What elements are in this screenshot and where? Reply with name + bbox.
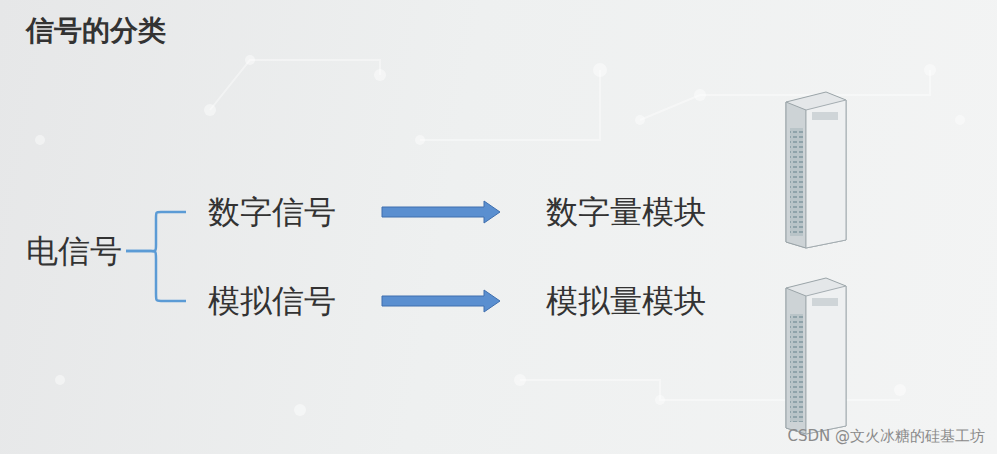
node-label: 模拟量模块 bbox=[546, 281, 706, 321]
node-label: 模拟信号 bbox=[208, 281, 336, 321]
module-illustration bbox=[786, 278, 846, 434]
node-label: 数字量模块 bbox=[546, 192, 706, 232]
node-label: 数字信号 bbox=[208, 192, 336, 232]
text-node: 数字量模块 bbox=[546, 192, 706, 232]
watermark: CSDN @文火冰糖的硅基工坊 bbox=[787, 427, 985, 446]
slide-title: 信号的分类 bbox=[26, 12, 166, 50]
block-arrow bbox=[382, 201, 500, 223]
text-node: 数字信号 bbox=[208, 192, 336, 232]
text-node: 电信号 bbox=[26, 231, 122, 271]
block-arrow bbox=[382, 290, 500, 312]
text-node: 模拟信号 bbox=[208, 281, 336, 321]
bracket-connector bbox=[126, 251, 186, 301]
text-node: 模拟量模块 bbox=[546, 281, 706, 321]
bracket-connector bbox=[126, 212, 186, 251]
module-illustration bbox=[786, 92, 846, 248]
node-label: 电信号 bbox=[26, 231, 122, 271]
